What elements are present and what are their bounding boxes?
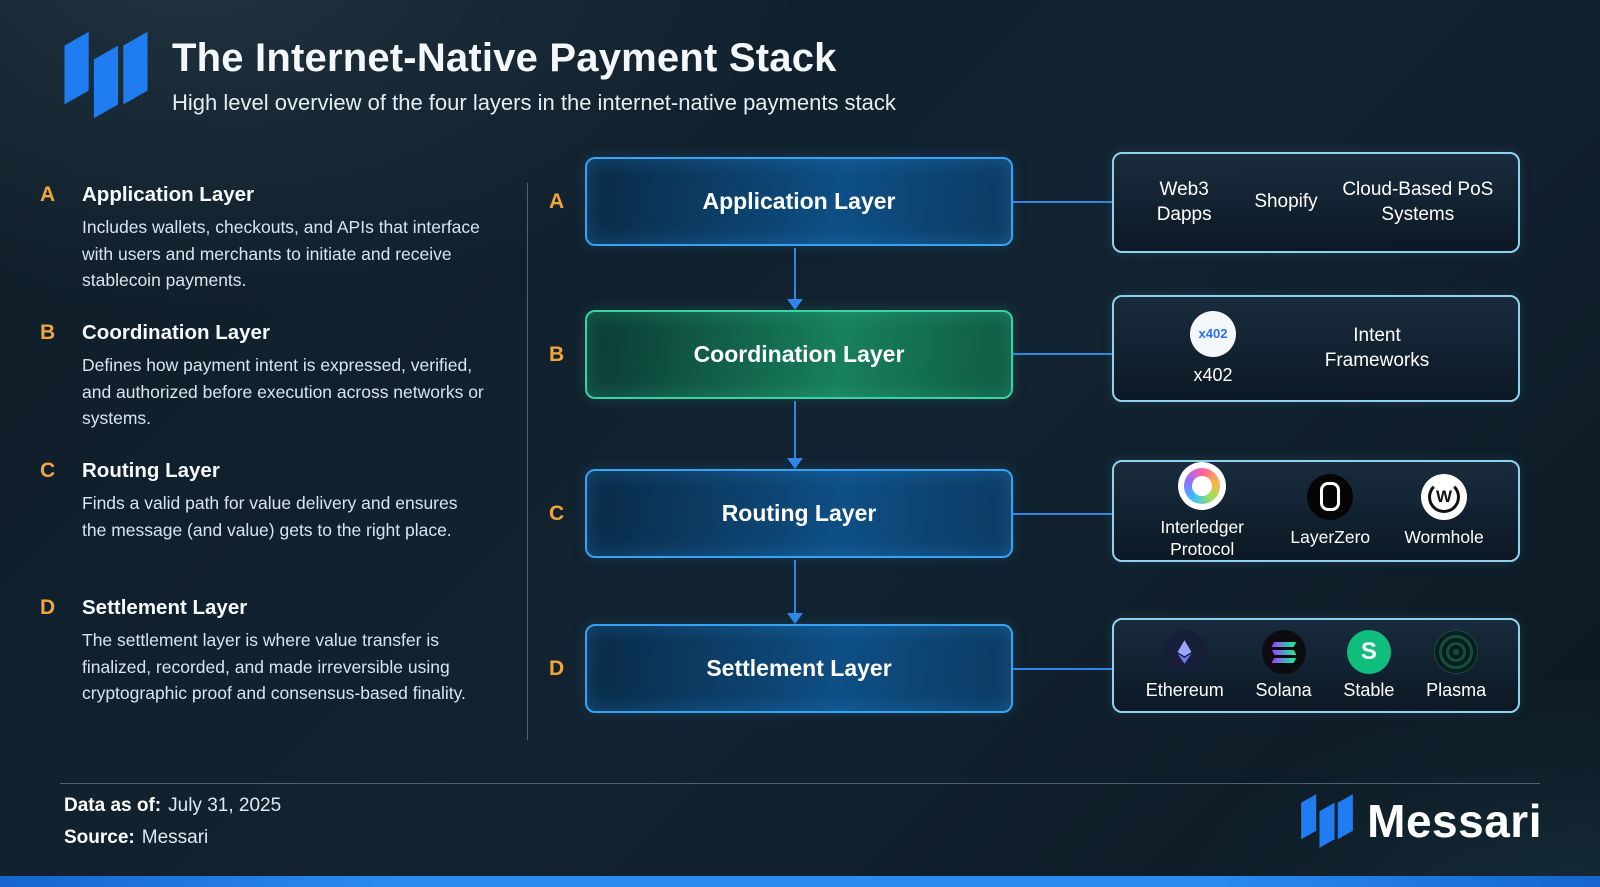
- legend-letter-a: A: [40, 183, 56, 206]
- legend-body-coordination: Defines how payment intent is expressed,…: [82, 355, 484, 429]
- legend-letter-d: D: [40, 596, 56, 619]
- page-subtitle: High level overview of the four layers i…: [172, 90, 896, 115]
- messari-footer-logo-icon: [1301, 794, 1354, 848]
- wormhole-label: Wormhole: [1404, 526, 1484, 547]
- legend-title-settlement: Settlement Layer: [82, 596, 248, 619]
- stack-box-application: Application Layer: [585, 157, 1013, 246]
- legend-item-application: A Application Layer Includes wallets, ch…: [40, 183, 510, 294]
- data-as-of-label: Data as of:: [64, 795, 162, 816]
- legend-title-routing: Routing Layer: [82, 459, 220, 482]
- panel-item-plasma: Plasma: [1426, 629, 1487, 702]
- interledger-icon: [1178, 461, 1227, 510]
- stack-letter-d: D: [549, 657, 565, 680]
- source-line: Source: Messari: [64, 827, 208, 849]
- panel-item-stable: Stable: [1343, 629, 1395, 702]
- legend-item-settlement: D Settlement Layer The settlement layer …: [40, 596, 510, 707]
- panel-item-ethereum: Ethereum: [1145, 629, 1224, 702]
- footer-brand: Messari: [1301, 793, 1542, 849]
- legend-title-application: Application Layer: [82, 183, 255, 206]
- stack-letter-b: B: [549, 343, 565, 366]
- column-divider: [527, 183, 528, 740]
- stack-box-settlement: Settlement Layer: [585, 624, 1013, 713]
- connector-line-c: [1013, 513, 1112, 515]
- messari-logo-icon: [64, 31, 148, 119]
- ethereum-icon: [1162, 629, 1207, 674]
- footer-brand-wordmark: Messari: [1367, 795, 1542, 847]
- panel-item-shopify: Shopify: [1254, 191, 1318, 213]
- data-as-of-value: July 31, 2025: [168, 795, 282, 816]
- source-value: Messari: [141, 827, 209, 848]
- stack-letter-c: C: [549, 502, 565, 525]
- legend-body-application: Includes wallets, checkouts, and APIs th…: [82, 217, 480, 291]
- flow-arrow-line-ab: [794, 248, 796, 299]
- bottom-accent-strip: [0, 876, 1600, 887]
- data-as-of-line: Data as of: July 31, 2025: [64, 795, 281, 817]
- layerzero-label: LayerZero: [1290, 526, 1371, 547]
- footer-divider: [60, 783, 1540, 784]
- connector-line-d: [1013, 668, 1112, 670]
- solana-icon: [1261, 629, 1306, 674]
- panel-item-wormhole: Wormhole: [1404, 473, 1484, 549]
- stable-label: Stable: [1343, 679, 1395, 700]
- panel-coordination-examples: x402 x402 Intent Frameworks: [1112, 295, 1520, 402]
- interledger-label: Interledger Protocol: [1160, 516, 1245, 559]
- layerzero-icon: [1307, 473, 1354, 520]
- panel-item-web3-dapps: Web3 Dapps: [1156, 178, 1212, 225]
- flow-arrow-head-cd: [787, 613, 803, 624]
- panel-item-intent-frameworks: Intent Frameworks: [1324, 324, 1430, 371]
- legend-body-settlement: The settlement layer is where value tran…: [82, 630, 466, 704]
- legend-item-coordination: B Coordination Layer Defines how payment…: [40, 321, 510, 432]
- stack-letter-a: A: [549, 190, 565, 213]
- panel-application-examples: Web3 Dapps Shopify Cloud-Based PoS Syste…: [1112, 152, 1520, 253]
- ethereum-label: Ethereum: [1145, 679, 1224, 700]
- legend-item-routing: C Routing Layer Finds a valid path for v…: [40, 459, 510, 543]
- stack-box-coordination: Coordination Layer: [585, 310, 1013, 399]
- stack-box-routing: Routing Layer: [585, 469, 1013, 558]
- connector-line-b: [1013, 353, 1112, 355]
- x402-label: x402: [1193, 364, 1233, 385]
- legend-body-routing: Finds a valid path for value delivery an…: [82, 493, 458, 540]
- flow-arrow-line-bc: [794, 401, 796, 458]
- panel-routing-examples: Interledger Protocol LayerZero Wormhole: [1112, 460, 1520, 562]
- panel-item-interledger: Interledger Protocol: [1148, 461, 1256, 561]
- x402-badge-text: x402: [1198, 326, 1228, 342]
- source-label: Source:: [64, 827, 135, 848]
- panel-item-solana: Solana: [1255, 629, 1312, 702]
- plasma-label: Plasma: [1426, 679, 1487, 700]
- flow-arrow-head-ab: [787, 299, 803, 310]
- flow-arrow-head-bc: [787, 458, 803, 469]
- panel-item-layerzero: LayerZero: [1290, 473, 1371, 549]
- legend-title-coordination: Coordination Layer: [82, 321, 270, 344]
- panel-settlement-examples: Ethereum Solana Stable Plasma: [1112, 618, 1520, 713]
- panel-item-x402: x402 x402: [1190, 310, 1236, 387]
- plasma-icon: [1434, 629, 1479, 674]
- connector-line-a: [1013, 201, 1112, 203]
- flow-arrow-line-cd: [794, 560, 796, 613]
- stable-icon: [1346, 629, 1391, 674]
- panel-item-cloud-pos: Cloud-Based PoS Systems: [1342, 178, 1494, 225]
- legend-letter-c: C: [40, 459, 56, 482]
- solana-label: Solana: [1255, 679, 1312, 700]
- page-title: The Internet-Native Payment Stack: [172, 36, 837, 80]
- legend-letter-b: B: [40, 321, 56, 344]
- wormhole-icon: [1421, 473, 1468, 520]
- x402-icon: x402: [1190, 310, 1236, 357]
